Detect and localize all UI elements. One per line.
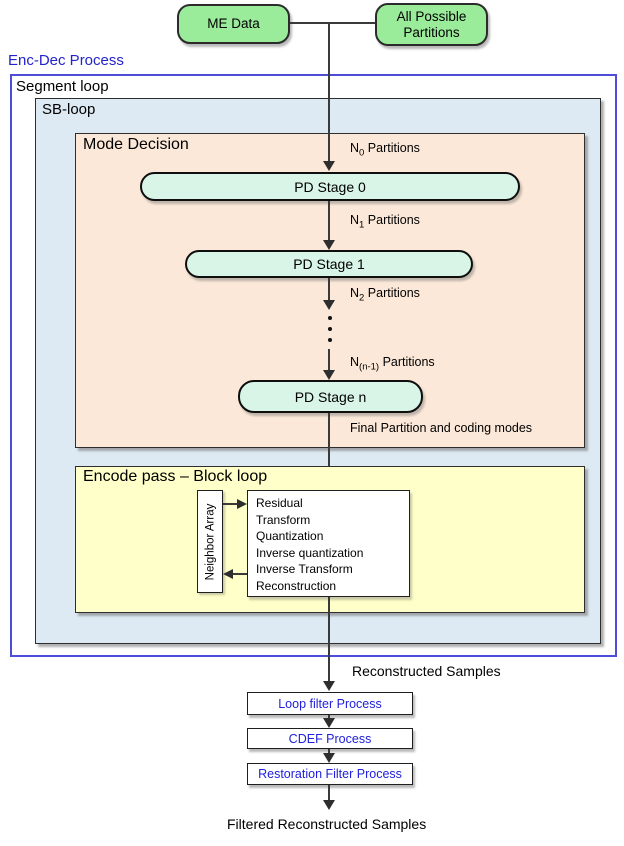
- mode-decision-title: Mode Decision: [83, 136, 189, 153]
- step-inverse-transform: Inverse Transform: [256, 562, 353, 577]
- ellipsis-dot: [328, 327, 332, 331]
- partition-count-label-1: N1 Partitions: [350, 213, 420, 231]
- arrow-down-icon: [323, 370, 335, 380]
- arrow-down-icon: [323, 753, 335, 763]
- flow-line: [328, 785, 330, 801]
- arrow-down-icon: [323, 300, 335, 310]
- flow-line: [328, 349, 330, 371]
- segment-loop-label: Segment loop: [16, 78, 109, 95]
- flow-line: [233, 573, 247, 575]
- ellipsis-dot: [328, 338, 332, 342]
- all-partitions-label: All Possible Partitions: [396, 8, 467, 40]
- flow-line: [328, 715, 330, 719]
- arrow-down-icon: [323, 718, 335, 728]
- flow-line: [328, 597, 330, 683]
- pd-stage-0-box: PD Stage 0: [140, 172, 520, 201]
- partition-count-label-2: N2 Partitions: [350, 286, 420, 304]
- me-data-label: ME Data: [207, 16, 260, 31]
- final-partition-label: Final Partition and coding modes: [350, 421, 533, 435]
- filtered-samples-label: Filtered Reconstructed Samples: [227, 816, 427, 832]
- step-transform: Transform: [256, 512, 311, 527]
- all-partitions-box: All Possible Partitions: [375, 3, 488, 46]
- loop-filter-process-box: Loop filter Process: [247, 692, 413, 715]
- enc-dec-process-title: Enc-Dec Process: [8, 52, 124, 69]
- restoration-filter-process-box: Restoration Filter Process: [247, 763, 413, 785]
- input-connector-line: [290, 22, 375, 24]
- pd-stage-1-box: PD Stage 1: [185, 250, 473, 278]
- arrow-down-icon: [323, 240, 335, 250]
- encode-pass-title: Encode pass – Block loop: [83, 468, 268, 485]
- cdef-process-box: CDEF Process: [247, 728, 413, 749]
- encode-steps-box: Residual Transform Quantization Inverse …: [247, 490, 410, 597]
- arrow-down-icon: [323, 800, 335, 810]
- step-residual: Residual: [256, 496, 303, 510]
- neighbor-array-label: Neighbor Array: [204, 503, 216, 580]
- step-inverse-quantization: Inverse quantization: [256, 545, 364, 560]
- pd-stage-n-label: PD Stage n: [294, 388, 367, 405]
- flow-line: [328, 23, 330, 162]
- me-data-box: ME Data: [177, 4, 290, 44]
- partition-count-label-n1: N(n-1) Partitions: [350, 355, 435, 373]
- flow-line: [328, 201, 330, 241]
- step-reconstruction: Reconstruction: [256, 578, 337, 593]
- pd-stage-0-label: PD Stage 0: [294, 178, 366, 195]
- flow-line: [328, 413, 330, 481]
- step-quantization: Quantization: [256, 529, 324, 544]
- arrow-down-icon: [323, 681, 335, 691]
- sb-loop-label: SB-loop: [42, 101, 96, 118]
- pd-stage-n-box: PD Stage n: [238, 380, 423, 413]
- pd-stage-1-label: PD Stage 1: [293, 256, 365, 272]
- arrow-left-icon: [223, 569, 233, 579]
- neighbor-array-box: Neighbor Array: [197, 490, 223, 593]
- flow-line: [328, 749, 330, 754]
- flow-line: [223, 503, 239, 505]
- flow-line: [328, 278, 330, 301]
- reconstructed-samples-label: Reconstructed Samples: [352, 663, 501, 679]
- arrow-right-icon: [237, 499, 247, 509]
- arrow-down-icon: [323, 161, 335, 171]
- ellipsis-dot: [328, 316, 332, 320]
- partition-count-label-0: N0 Partitions: [350, 141, 420, 159]
- enc-dec-frame: [10, 74, 617, 657]
